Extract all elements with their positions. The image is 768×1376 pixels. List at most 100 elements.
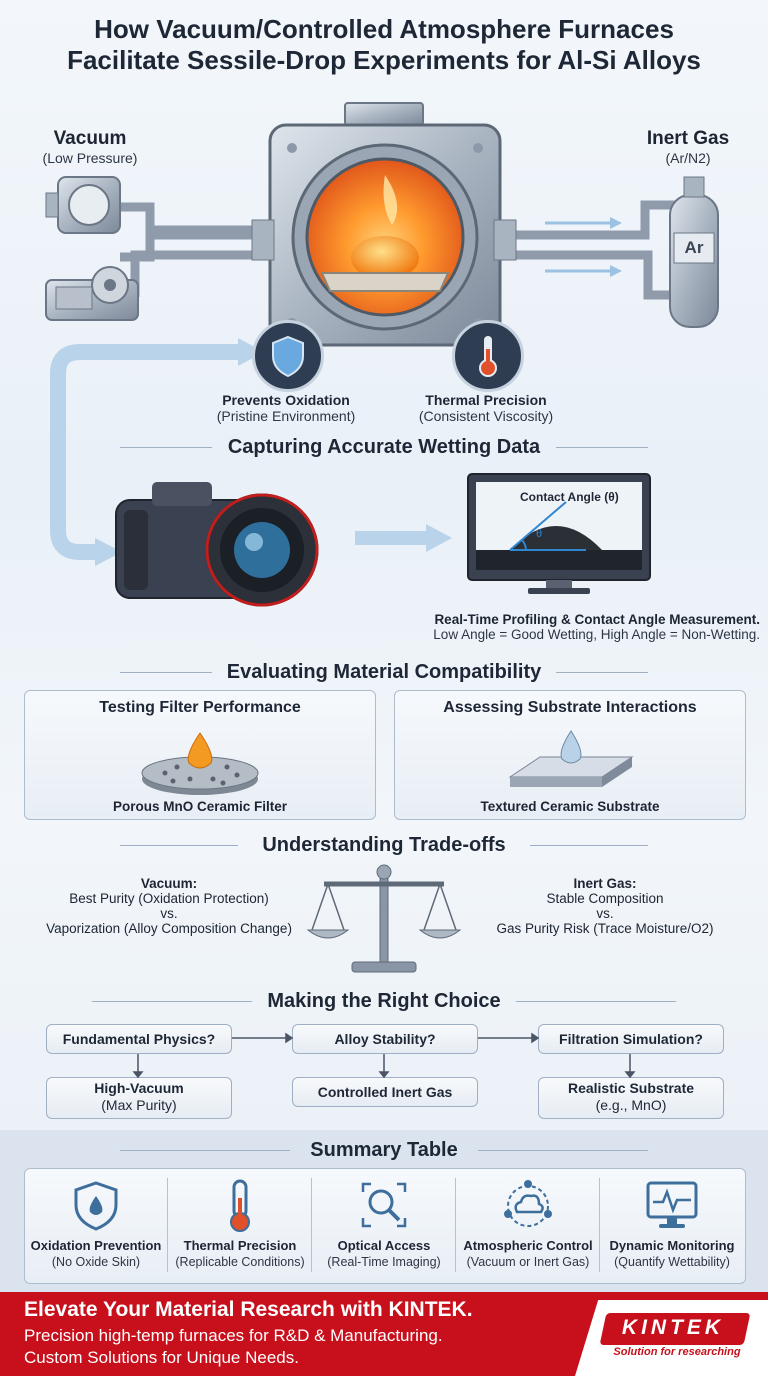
summary-sub: (Replicable Conditions) (175, 1255, 305, 1269)
logo-text: KINTEK (621, 1316, 725, 1339)
summary-item-atmosphere: Atmospheric Control (Vacuum or Inert Gas… (457, 1170, 599, 1282)
tradeoff-inert-vs: vs. (596, 906, 614, 921)
inert-label-group: Inert Gas (Ar/N2) (628, 128, 748, 166)
substrate-caption: Textured Ceramic Substrate (480, 799, 660, 814)
tradeoff-inert: Inert Gas: Stable Composition vs. Gas Pu… (480, 876, 730, 936)
compat-heading: Evaluating Material Compatibility (226, 661, 542, 683)
title-line-2: Facilitate Sessile-Drop Experiments for … (67, 45, 701, 75)
tradeoff-vacuum-l1: Best Purity (Oxidation Protection) (69, 891, 269, 906)
divider (120, 845, 238, 846)
monitor-label: Contact Angle (θ) (520, 490, 619, 504)
answer-high-vacuum-1: High-Vacuum (94, 1080, 184, 1096)
summary-item-oxidation: Oxidation Prevention (No Oxide Skin) (25, 1170, 167, 1282)
tradeoff-inert-title: Inert Gas: (573, 876, 637, 891)
inert-sub: (Ar/N2) (665, 150, 711, 166)
thermal-badge (452, 320, 524, 392)
summary-sub: (No Oxide Skin) (51, 1255, 141, 1269)
thermometer-icon (230, 1179, 250, 1232)
summary-divider (599, 1178, 600, 1272)
process-flow-arrow (50, 338, 452, 566)
summary-title: Oxidation Prevention (30, 1238, 162, 1253)
camera-icon (115, 482, 319, 607)
summary-divider (167, 1178, 168, 1272)
vacuum-label-group: Vacuum (Low Pressure) (40, 128, 140, 166)
logo-tagline: Solution for researching (613, 1346, 741, 1358)
monitor-display (467, 473, 651, 594)
answer-substrate-1: Realistic Substrate (567, 1080, 695, 1096)
filter-title: Testing Filter Performance (99, 699, 301, 716)
title-line-1: How Vacuum/Controlled Atmosphere Furnace… (94, 14, 674, 44)
question-stability: Alloy Stability? (292, 1024, 478, 1054)
capture-caption-2: Low Angle = Good Wetting, High Angle = N… (433, 627, 760, 642)
magnifier-icon (361, 1182, 407, 1228)
divider (516, 1001, 676, 1002)
tradeoff-vacuum-vs: vs. (160, 906, 178, 921)
tradeoff-vacuum-l2: Vaporization (Alloy Composition Change) (46, 921, 292, 936)
divider (530, 845, 648, 846)
inert-label: Inert Gas (646, 128, 730, 149)
balance-scale-icon (306, 864, 462, 973)
divider (120, 1150, 290, 1151)
question-filtration: Filtration Simulation? (538, 1024, 724, 1054)
divider (556, 672, 648, 673)
summary-table (24, 1168, 746, 1284)
answer-high-vacuum-2: (Max Purity) (101, 1097, 177, 1113)
benefit-oxidation: Prevents Oxidation (Pristine Environment… (196, 392, 376, 424)
summary-item-monitoring: Dynamic Monitoring (Quantify Wettability… (601, 1170, 743, 1282)
tradeoffs-heading: Understanding Trade-offs (262, 834, 506, 856)
summary-item-optical: Optical Access (Real-Time Imaging) (313, 1170, 455, 1282)
capture-caption-1: Real-Time Profiling & Contact Angle Meas… (434, 612, 760, 627)
divider (92, 1001, 252, 1002)
summary-heading: Summary Table (310, 1139, 458, 1161)
cloud-network-icon (504, 1180, 552, 1227)
answer-substrate: Realistic Substrate (e.g., MnO) (538, 1077, 724, 1119)
summary-title: Atmospheric Control (463, 1238, 593, 1253)
benefit-thermal-title: Thermal Precision (425, 392, 547, 408)
furnace-illustration (45, 102, 719, 347)
capture-caption: Real-Time Profiling & Contact Angle Meas… (380, 612, 760, 642)
monitor-pulse-icon (646, 1181, 698, 1228)
summary-title: Dynamic Monitoring (609, 1238, 735, 1253)
answer-inert-gas: Controlled Inert Gas (292, 1077, 478, 1107)
choice-connectors (132, 1032, 636, 1079)
divider (556, 447, 648, 448)
benefit-thermal: Thermal Precision (Consistent Viscosity) (396, 392, 576, 424)
substrate-panel: Assessing Substrate Interactions Texture… (394, 690, 746, 820)
summary-title: Thermal Precision (183, 1238, 297, 1253)
summary-divider (311, 1178, 312, 1272)
summary-item-thermal: Thermal Precision (Replicable Conditions… (169, 1170, 311, 1282)
benefit-thermal-sub: (Consistent Viscosity) (418, 408, 554, 424)
porous-filter-icon (141, 732, 259, 795)
filter-caption: Porous MnO Ceramic Filter (112, 799, 288, 814)
footer-line-2: Precision high-temp furnaces for R&D & M… (24, 1326, 443, 1345)
cylinder-label: Ar (684, 238, 704, 257)
summary-title: Optical Access (337, 1238, 431, 1253)
vacuum-sub: (Low Pressure) (42, 150, 138, 166)
shield-icon (272, 335, 304, 378)
kintek-logo[interactable]: KINTEK Solution for researching (575, 1300, 768, 1376)
textured-substrate-icon (508, 730, 634, 787)
answer-substrate-2: (e.g., MnO) (595, 1097, 667, 1113)
tradeoff-vacuum: Vacuum: Best Purity (Oxidation Protectio… (24, 876, 314, 936)
benefit-oxidation-title: Prevents Oxidation (222, 392, 350, 408)
thermometer-icon (479, 336, 497, 377)
summary-sub: (Quantify Wettability) (614, 1255, 730, 1269)
divider (120, 672, 212, 673)
divider (478, 1150, 648, 1151)
tradeoff-inert-l1: Stable Composition (546, 891, 664, 906)
footer-line-1: Elevate Your Material Research with KINT… (24, 1298, 473, 1321)
answer-high-vacuum: High-Vacuum (Max Purity) (46, 1077, 232, 1119)
summary-divider (455, 1178, 456, 1272)
vacuum-label: Vacuum (53, 128, 127, 149)
filter-panel: Testing Filter Performance Porous MnO Ce… (24, 690, 376, 820)
footer-line-3: Custom Solutions for Unique Needs. (24, 1348, 299, 1367)
benefit-oxidation-sub: (Pristine Environment) (216, 408, 356, 424)
divider (120, 447, 212, 448)
question-physics: Fundamental Physics? (46, 1024, 232, 1054)
capture-heading: Capturing Accurate Wetting Data (227, 436, 541, 458)
summary-sub: (Vacuum or Inert Gas) (466, 1255, 590, 1269)
summary-sub: (Real-Time Imaging) (327, 1255, 441, 1269)
tradeoff-inert-l2: Gas Purity Risk (Trace Moisture/O2) (496, 921, 714, 936)
choice-heading: Making the Right Choice (267, 990, 501, 1012)
substrate-title: Assessing Substrate Interactions (443, 699, 697, 716)
